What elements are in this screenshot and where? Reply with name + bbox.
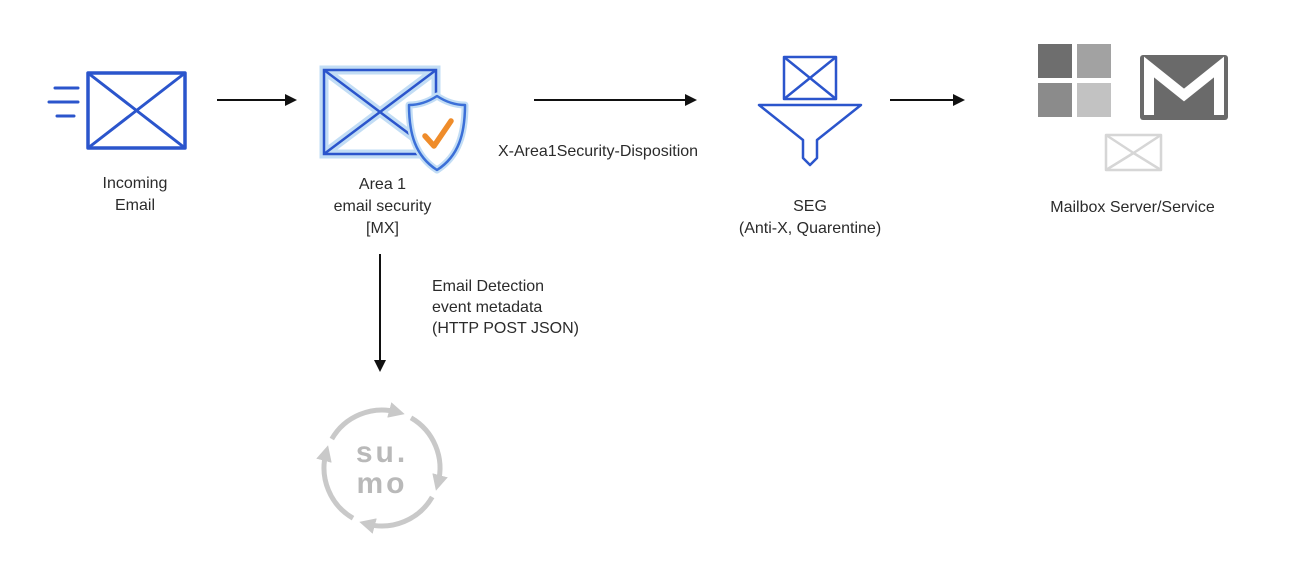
check-icon (422, 118, 454, 149)
sumo-logo-text: su. mo (312, 398, 452, 538)
flow-arrow-incoming-to-area1 (217, 94, 297, 106)
disposition-edge-label: X-Area1Security-Disposition (498, 143, 699, 160)
sumo-text-line1: su. (355, 436, 409, 469)
sumo-logic-logo: su. mo (312, 398, 452, 538)
envelope-funnel-filter-icon (757, 55, 863, 167)
area1-label: Area 1 email security [MX] (310, 174, 455, 240)
sumo-logic-circular-arrows-icon (316, 402, 448, 534)
incoming-email-icon (45, 68, 190, 153)
seg-label-line1: SEG (793, 198, 827, 215)
flow-arrow-area1-to-sumo (374, 254, 386, 372)
speed-lines-icon (47, 86, 80, 118)
incoming-label-line2: Email (114, 197, 155, 214)
incoming-label-line1: Incoming (102, 175, 168, 192)
area1-label-line3: [MX] (366, 220, 399, 237)
shield-check-icon (405, 92, 469, 174)
seg-filter-icon (757, 55, 863, 169)
seg-label: SEG (Anti-X, Quarentine) (725, 196, 895, 240)
area1-label-line1: Area 1 (358, 176, 407, 193)
gmail-envelope-icon (1140, 55, 1228, 120)
flow-arrow-area1-to-seg (534, 94, 697, 106)
seg-label-line2: (Anti-X, Quarentine) (738, 220, 882, 237)
mailbox-label: Mailbox Server/Service (1050, 199, 1215, 216)
metadata-label-line1: Email Detection (432, 278, 545, 295)
incoming-email-label: Incoming Email (65, 173, 205, 217)
sumo-text-line2: mo (356, 467, 408, 500)
microsoft-squares-logo (1038, 44, 1111, 117)
small-envelope-outline-icon (1104, 133, 1163, 172)
area1-email-security-icon (318, 62, 473, 174)
event-metadata-edge-label: Email Detection event metadata (HTTP POS… (432, 276, 579, 339)
metadata-label-line3: (HTTP POST JSON) (432, 320, 579, 337)
area1-label-line2: email security (333, 198, 432, 215)
flow-arrow-seg-to-mailbox (890, 94, 965, 106)
metadata-label-line2: event metadata (432, 299, 543, 316)
envelope-outline-icon (86, 71, 187, 150)
